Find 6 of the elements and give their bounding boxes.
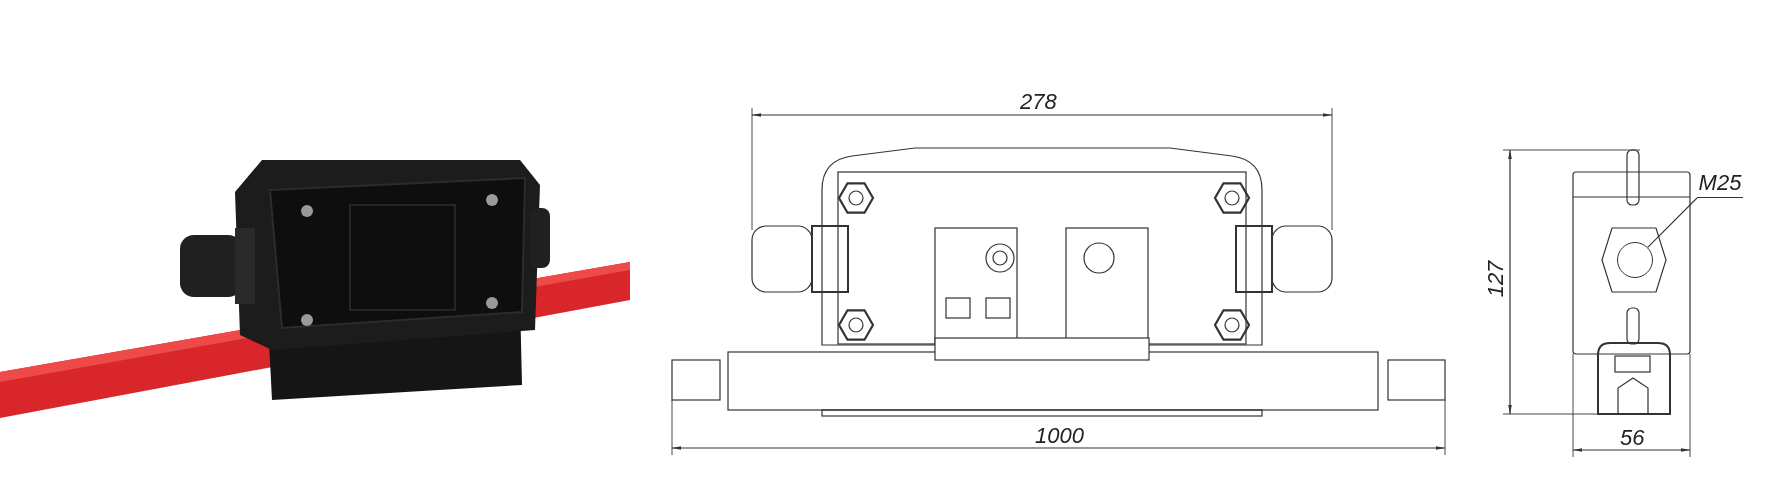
thread-callout: M25 (1697, 170, 1743, 198)
dimension-label: 56 (1620, 427, 1645, 449)
dimension-label: 127 (1485, 260, 1508, 298)
dimension-label: 1000 (1035, 425, 1084, 447)
dimension-label: 278 (1020, 91, 1057, 113)
leader-line (1647, 197, 1698, 248)
